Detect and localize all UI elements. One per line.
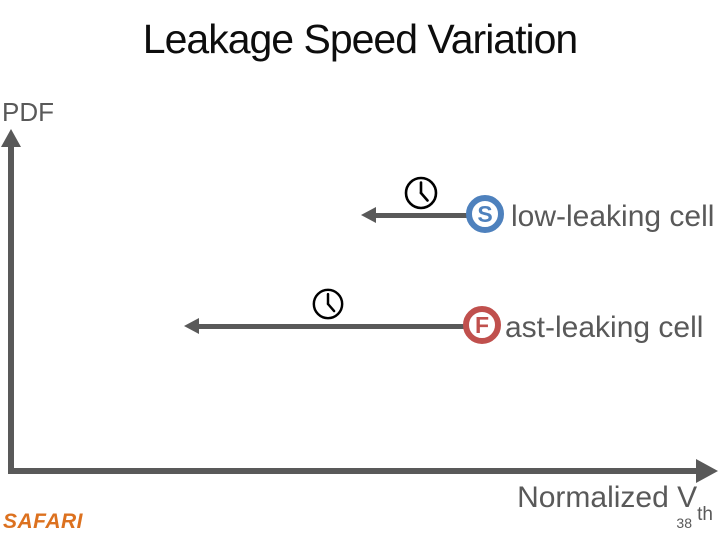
x-axis-arrowhead-icon (696, 459, 718, 483)
clock-icon (312, 288, 344, 320)
slide-title: Leakage Speed Variation (142, 16, 578, 62)
x-axis-label-main: Normalized V (517, 481, 698, 514)
slow-arrow-head-icon (361, 207, 376, 223)
fast-cell-label: ast-leaking cell (505, 311, 704, 344)
x-axis-line (8, 468, 697, 474)
fast-cell-badge: F (463, 306, 501, 344)
fast-badge-letter: F (474, 311, 490, 338)
x-axis-label: Normalized Vth (517, 481, 713, 524)
fast-arrow-head-icon (184, 318, 199, 334)
page-number: 38 (676, 515, 692, 531)
slow-arrow-line (375, 213, 470, 218)
y-axis-arrowhead-icon (1, 129, 21, 147)
slow-badge-letter: S (477, 200, 493, 227)
y-axis-line (8, 144, 14, 474)
slow-cell-badge: S (466, 195, 504, 233)
slow-cell-label: low-leaking cell (511, 200, 715, 233)
safari-logo: SAFARI (3, 510, 84, 533)
fast-arrow-line (198, 324, 464, 329)
x-axis-label-subscript: th (697, 504, 713, 525)
y-axis-label: PDF (2, 97, 54, 127)
clock-icon (404, 176, 438, 210)
